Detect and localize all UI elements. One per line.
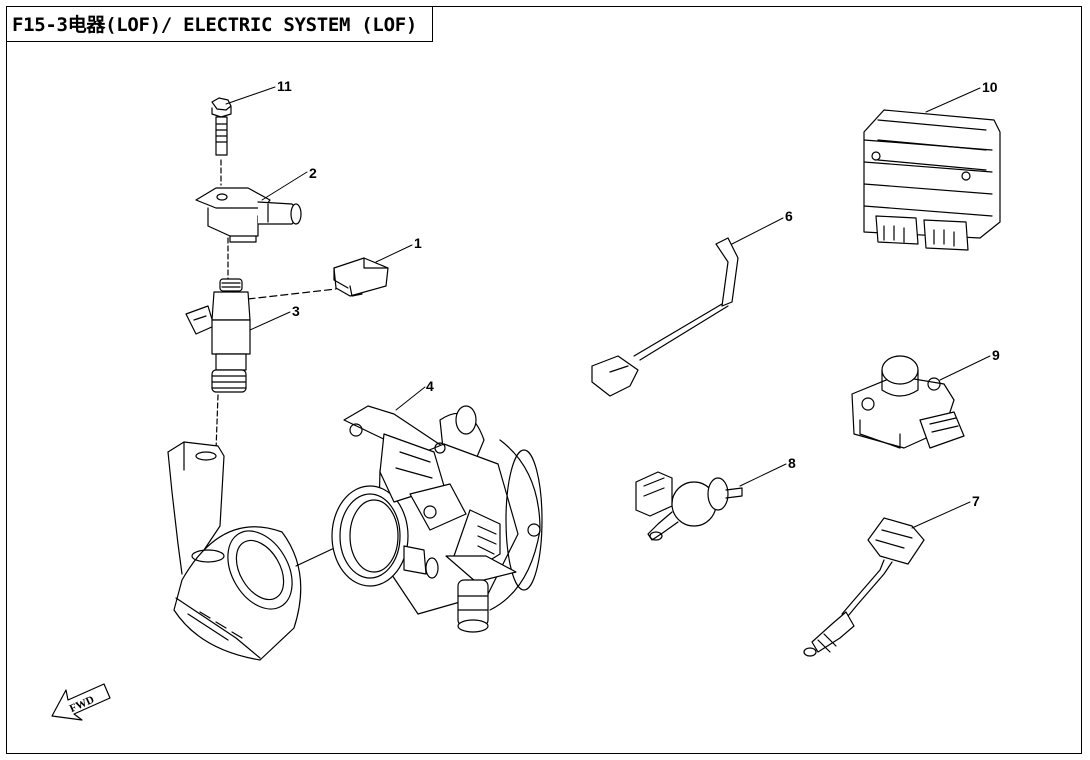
part-4-throttle-body — [331, 405, 543, 633]
callout-11: 11 — [277, 78, 292, 94]
callout-6: 6 — [785, 208, 793, 224]
diagram-title: F15-3电器(LOF)/ ELECTRIC SYSTEM (LOF) — [6, 6, 433, 42]
part-10-regulator — [863, 109, 1001, 251]
fwd-direction-arrow: FWD — [51, 683, 111, 721]
callout-10: 10 — [982, 79, 998, 95]
fwd-label: FWD — [68, 694, 96, 715]
part-9-sensor — [851, 355, 965, 449]
callout-9: 9 — [992, 347, 1000, 363]
callout-7: 7 — [972, 493, 980, 509]
intake-boot — [167, 441, 302, 661]
callout-labels: 11 2 1 3 4 6 10 9 8 7 — [277, 78, 1000, 509]
part-6-wire-lead — [591, 237, 739, 397]
callout-8: 8 — [788, 455, 796, 471]
callout-2: 2 — [309, 165, 317, 181]
part-2-fuel-rail-cap — [195, 187, 302, 243]
part-11-bolt — [211, 97, 232, 156]
diagram-frame — [6, 6, 1082, 754]
part-8-pressure-regulator — [635, 471, 743, 541]
callout-4: 4 — [426, 378, 434, 394]
callout-1: 1 — [414, 235, 422, 251]
part-3-injector — [185, 278, 251, 393]
part-7-o2-sensor — [803, 517, 925, 657]
part-1-clip — [333, 257, 389, 297]
callout-3: 3 — [292, 303, 300, 319]
leader-lines — [225, 86, 991, 529]
